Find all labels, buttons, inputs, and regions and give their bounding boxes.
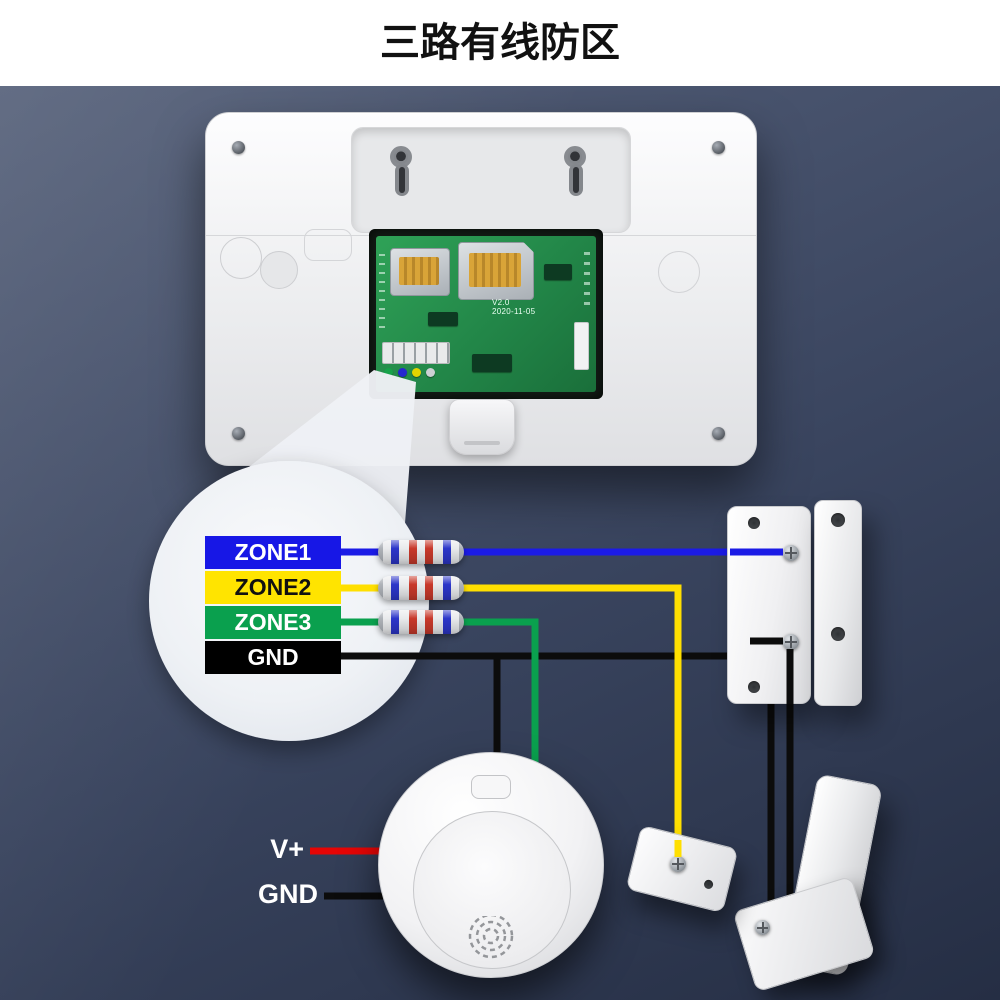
pcb-date: 2020-11-05 [492, 307, 536, 316]
wire-plug-green [384, 368, 393, 377]
sim-contacts [399, 257, 439, 285]
siren-circle-mark [658, 251, 700, 293]
pcb-silkscreen [584, 252, 590, 312]
molded-notch [304, 229, 352, 261]
pcb-opening: V2.0 2020-11-05 [369, 229, 603, 399]
battery-cover-tab [449, 399, 515, 455]
eol-resistor-zone1 [378, 540, 464, 564]
wire-plug-blue [398, 368, 407, 377]
header: 三路有线防区 [0, 0, 1000, 86]
pcb: V2.0 2020-11-05 [376, 236, 596, 392]
sim-contacts [469, 253, 521, 287]
mount-hole [703, 878, 715, 890]
pcb-silkscreen-text: V2.0 2020-11-05 [492, 298, 535, 316]
zone-terminal-block [382, 342, 450, 364]
keyhole-groove [569, 164, 583, 196]
keyhole-slot [564, 146, 588, 196]
sim-card-slot [390, 248, 450, 296]
alarm-panel-back: V2.0 2020-11-05 [205, 112, 757, 466]
eol-resistor-zone2 [378, 576, 464, 600]
keyhole-slot [390, 146, 414, 196]
eol-resistor-zone3 [378, 610, 464, 634]
zone3-label: ZONE3 [205, 606, 341, 639]
wire-plug-yellow [412, 368, 421, 377]
case-screw [232, 427, 245, 440]
keyhole-groove [395, 164, 409, 196]
case-screw [232, 141, 245, 154]
speaker-grille [468, 916, 514, 959]
ic-chip [544, 264, 572, 280]
case-screw [712, 427, 725, 440]
mounting-recess [351, 127, 631, 233]
mount-hole [748, 681, 760, 693]
mount-hole [831, 627, 845, 641]
door-sensor-switch [727, 506, 811, 704]
gnd-label: GND [205, 641, 341, 674]
terminal-screw-plate [755, 920, 770, 935]
terminal-screw-zone1 [783, 545, 799, 561]
power-gnd-text: GND [258, 879, 318, 909]
wire-plug-white [426, 368, 435, 377]
case-screw [712, 141, 725, 154]
zone-wire-plugs [384, 368, 435, 377]
pcb-connector [574, 322, 589, 370]
hinge-detail [260, 251, 298, 289]
mount-hole [831, 513, 845, 527]
door-sensor-magnet [814, 500, 862, 706]
sim-card-slot-large [458, 242, 534, 300]
pcb-version: V2.0 [492, 298, 510, 307]
hinge-detail [220, 237, 262, 279]
pcb-silkscreen [379, 254, 385, 330]
ic-chip [472, 354, 512, 372]
vplus-text: V+ [270, 834, 304, 864]
mount-hole [748, 517, 760, 529]
terminal-screw-gnd [783, 634, 799, 650]
zone2-label: ZONE2 [205, 571, 341, 604]
ic-chip [428, 312, 458, 326]
smoke-detector [378, 752, 604, 978]
test-button [471, 775, 511, 799]
zone1-label: ZONE1 [205, 536, 341, 569]
terminal-screw-zone2 [670, 856, 686, 872]
page-title: 三路有线防区 [380, 21, 620, 65]
